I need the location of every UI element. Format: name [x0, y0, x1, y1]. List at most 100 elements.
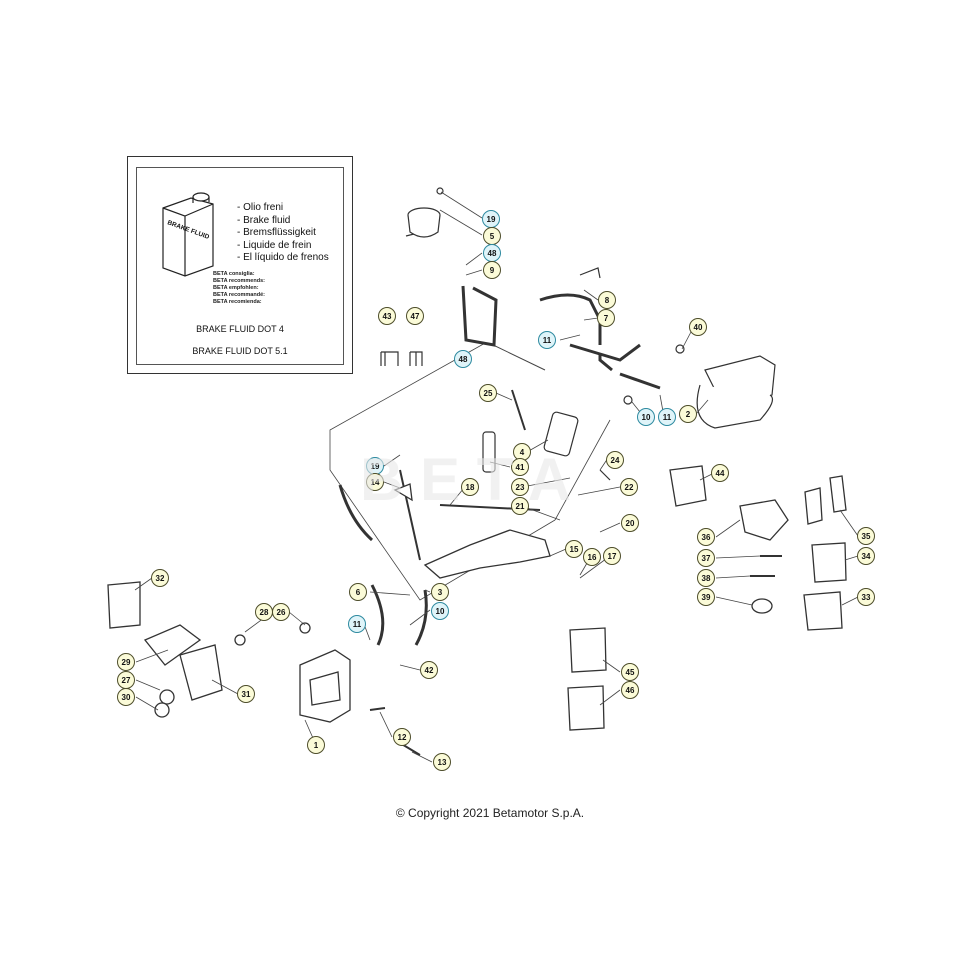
- callout-number: 44: [716, 469, 725, 478]
- part-callout-8: 8: [598, 291, 616, 309]
- brake-hose-parts: [338, 484, 428, 646]
- recommend-line: BETA recomienda:: [213, 299, 262, 305]
- part-callout-28: 28: [255, 603, 273, 621]
- part-callout-11: 11: [348, 615, 366, 633]
- callout-number: 29: [122, 658, 131, 667]
- part-callout-39: 39: [697, 588, 715, 606]
- callout-number: 5: [490, 232, 495, 241]
- part-callout-31: 31: [237, 685, 255, 703]
- callout-circle: [117, 653, 135, 671]
- callout-number: 4: [520, 448, 525, 457]
- part-callout-18: 18: [461, 478, 479, 496]
- part-callout-25: 25: [479, 384, 497, 402]
- callout-number: 35: [862, 532, 871, 541]
- language-line: - Liquide de frein: [237, 239, 312, 251]
- part-callout-14: 14: [366, 473, 384, 491]
- part-callout-48: 48: [483, 244, 501, 262]
- callout-number: 34: [862, 552, 871, 561]
- callout-number: 45: [626, 668, 635, 677]
- callout-circle: [307, 736, 325, 754]
- callout-number: 46: [626, 686, 635, 695]
- part-callout-13: 13: [433, 753, 451, 771]
- callout-number: 7: [604, 314, 609, 323]
- callout-circle: [538, 331, 556, 349]
- part-callout-37: 37: [697, 549, 715, 567]
- callout-number: 11: [543, 336, 552, 345]
- callout-number: 19: [487, 215, 496, 224]
- part-callout-17: 17: [603, 547, 621, 565]
- callout-number: 14: [371, 478, 380, 487]
- part-callout-6: 6: [349, 583, 367, 601]
- part-callout-40: 40: [689, 318, 707, 336]
- master-cylinder-part: [482, 267, 641, 481]
- callout-circle: [511, 497, 529, 515]
- callout-circle: [697, 569, 715, 587]
- spare-parts-bags: [107, 465, 847, 731]
- part-callout-26: 26: [272, 603, 290, 621]
- callout-number: 3: [438, 588, 443, 597]
- language-line: - El líquido de frenos: [237, 252, 329, 263]
- brake-fluid-can-icon: BRAKE FLUID: [162, 192, 214, 277]
- callout-circle: [511, 458, 529, 476]
- part-callout-11: 11: [658, 408, 676, 426]
- callout-circle: [597, 309, 615, 327]
- callout-number: 40: [694, 323, 703, 332]
- callout-number: 48: [488, 249, 497, 258]
- callout-number: 20: [626, 519, 635, 528]
- callout-number: 26: [277, 608, 286, 617]
- language-line: - Bremsflüssigkeit: [237, 227, 316, 238]
- callout-circle: [621, 681, 639, 699]
- part-callout-15: 15: [565, 540, 583, 558]
- callout-circle: [857, 527, 875, 545]
- part-callout-34: 34: [857, 547, 875, 565]
- part-callout-42: 42: [420, 661, 438, 679]
- part-callout-10: 10: [637, 408, 655, 426]
- callout-circle: [349, 583, 367, 601]
- part-callout-36: 36: [697, 528, 715, 546]
- callout-circle: [857, 588, 875, 606]
- part-callout-47: 47: [406, 307, 424, 325]
- part-callout-9: 9: [483, 261, 501, 279]
- part-callout-16: 16: [583, 548, 601, 566]
- recommend-line: BETA recommends:: [213, 278, 265, 284]
- callout-circle: [461, 478, 479, 496]
- callout-number: 12: [398, 733, 407, 742]
- callout-circle: [378, 307, 396, 325]
- callout-number: 10: [436, 607, 445, 616]
- callout-number: 15: [570, 545, 579, 554]
- callout-circle: [697, 549, 715, 567]
- part-callout-41: 41: [511, 458, 529, 476]
- callout-number: 32: [156, 574, 165, 583]
- callout-number: 11: [353, 620, 362, 629]
- fluid-dot4-label: BRAKE FLUID DOT 4: [196, 324, 284, 334]
- part-callout-44: 44: [711, 464, 729, 482]
- callout-circle: [697, 588, 715, 606]
- language-line: - Olio freni: [237, 202, 284, 213]
- callout-number: 39: [702, 593, 711, 602]
- part-callout-23: 23: [511, 478, 529, 496]
- callout-number: 38: [702, 574, 711, 583]
- callout-number: 18: [466, 483, 475, 492]
- part-callout-35: 35: [857, 527, 875, 545]
- watermark-graphic: B E T A: [360, 446, 571, 513]
- callout-circle: [689, 318, 707, 336]
- callout-circle: [598, 291, 616, 309]
- beta-recommends-list: BETA consiglia: BETA recommends: BETA em…: [213, 271, 265, 306]
- callout-circle: [565, 540, 583, 558]
- language-line: - Brake fluid: [237, 214, 291, 226]
- callout-number: 19: [371, 462, 380, 471]
- callout-number: 24: [611, 456, 620, 465]
- copyright-text: © Copyright 2021 Betamotor S.p.A.: [395, 806, 585, 820]
- part-callout-1: 1: [307, 736, 325, 754]
- callout-number: 10: [642, 413, 651, 422]
- callout-circle: [603, 547, 621, 565]
- callout-circle: [366, 473, 384, 491]
- part-callout-7: 7: [597, 309, 615, 327]
- part-callout-21: 21: [511, 497, 529, 515]
- callout-number: 6: [356, 588, 361, 597]
- part-callout-27: 27: [117, 671, 135, 689]
- part-callout-20: 20: [621, 514, 639, 532]
- callout-number: 25: [484, 389, 493, 398]
